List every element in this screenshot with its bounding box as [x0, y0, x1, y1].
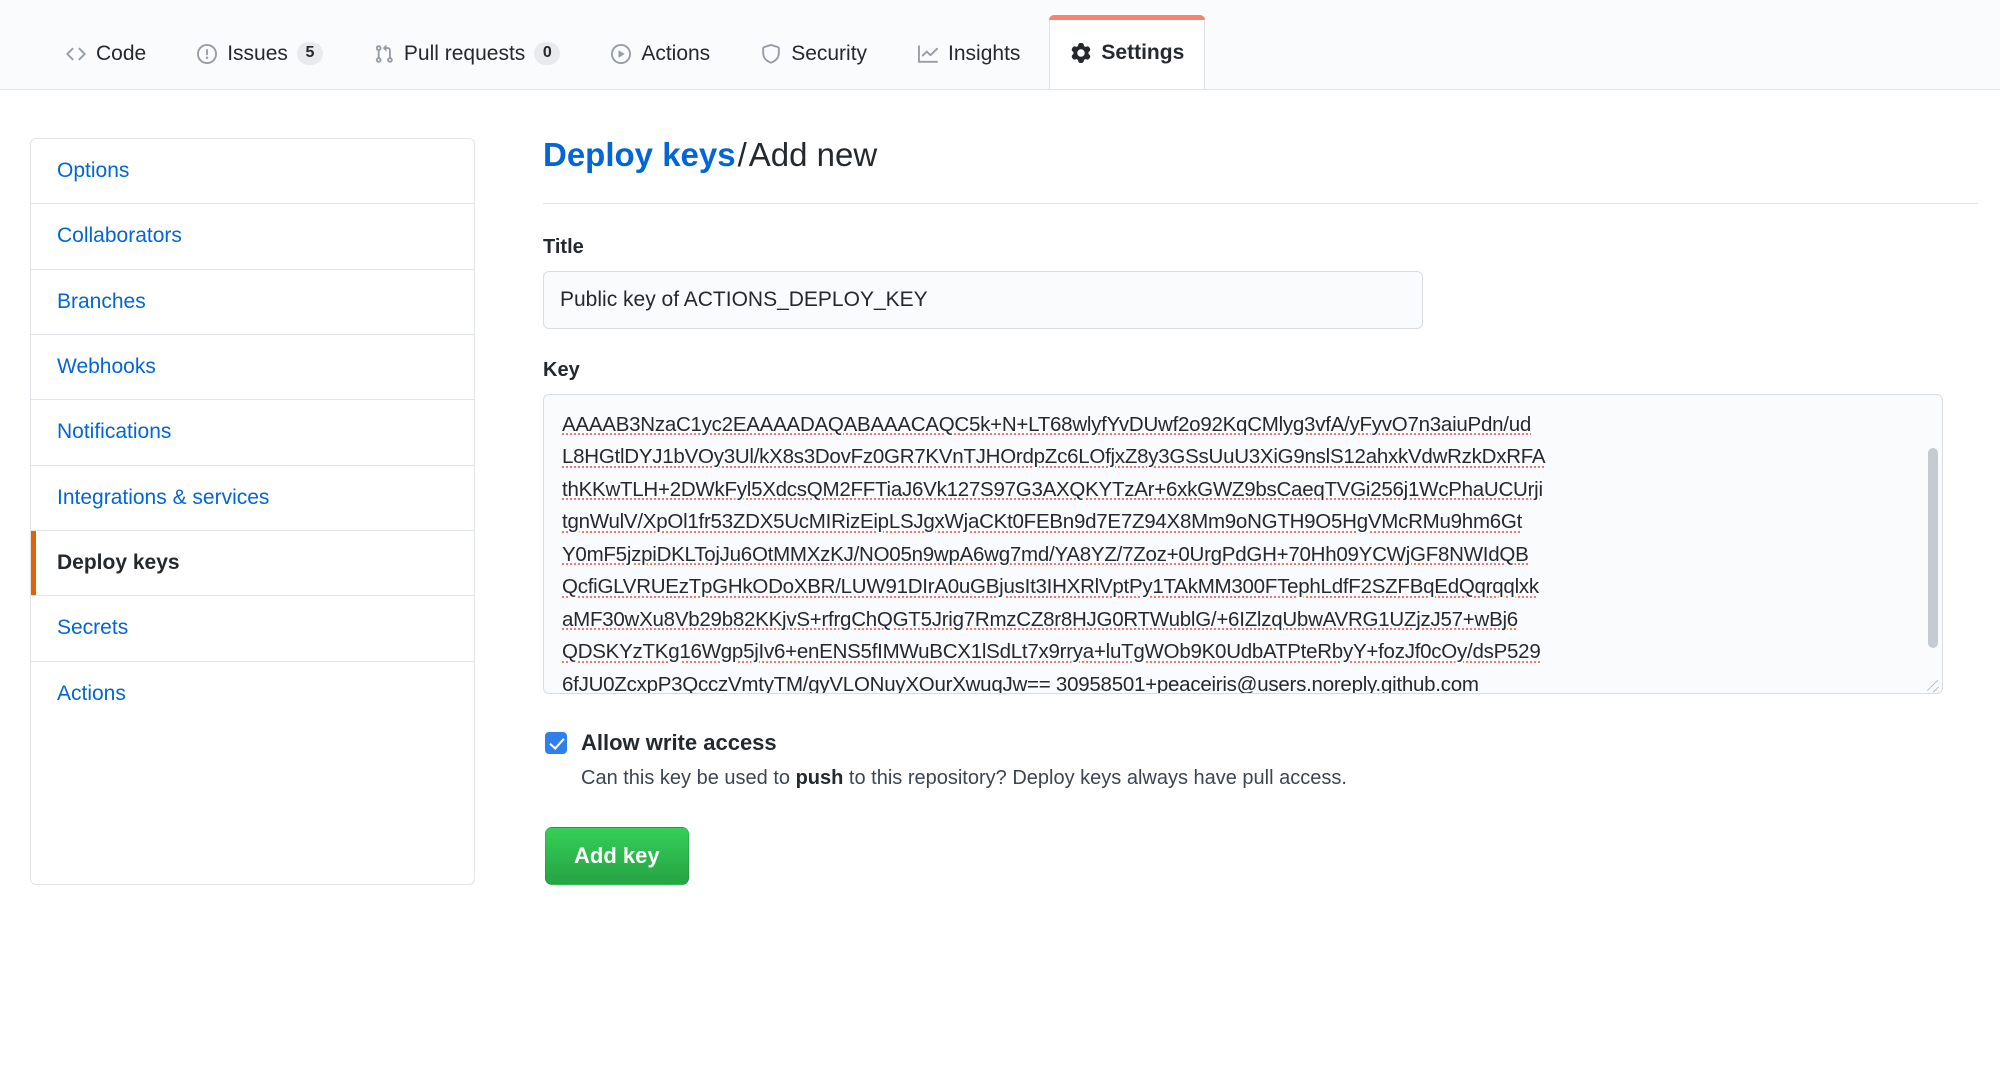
play-icon: [610, 43, 632, 65]
sidebar-item-actions[interactable]: Actions: [31, 661, 474, 727]
tab-label: Settings: [1101, 40, 1185, 64]
settings-page: Options Collaborators Branches Webhooks …: [0, 90, 2000, 885]
sidebar-item-integrations[interactable]: Integrations & services: [31, 465, 474, 532]
sidebar-item-branches[interactable]: Branches: [31, 269, 474, 336]
tab-label: Code: [96, 41, 147, 65]
key-textarea-scrollbar[interactable]: [1925, 395, 1941, 692]
allow-write-access-label[interactable]: Allow write access: [581, 729, 777, 755]
note-text-after: to this repository? Deploy keys always h…: [843, 766, 1347, 789]
repo-nav-list: Code Issues 5 Pull requests 0: [44, 0, 1213, 89]
pull-requests-count-badge: 0: [534, 42, 561, 65]
key-line: QcfiGLVRUEzTpGHkODoXBR/LUW91DIrA0uGBjusI…: [562, 575, 1539, 599]
key-text-lines: AAAAB3NzaC1yc2EAAAADAQABAAACAQC5k+N+LT68…: [562, 409, 1922, 694]
title-input[interactable]: [543, 271, 1423, 329]
write-access-block: Allow write access Can this key be used …: [543, 730, 1978, 793]
key-line: tgnWulV/XpOl1fr53ZDX5UcMIRizEipLSJgxWjaC…: [562, 510, 1523, 534]
issue-icon: [196, 43, 218, 65]
key-field-block: Key AAAAB3NzaC1yc2EAAAADAQABAAACAQC5k+N+…: [543, 359, 1978, 694]
textarea-resize-handle[interactable]: [1925, 676, 1939, 690]
key-textarea-wrapper: AAAAB3NzaC1yc2EAAAADAQABAAACAQC5k+N+LT68…: [543, 393, 1943, 694]
title-divider: [543, 203, 1978, 205]
tab-label: Actions: [641, 41, 711, 65]
key-line: AAAAB3NzaC1yc2EAAAADAQABAAACAQC5k+N+LT68…: [562, 412, 1532, 436]
title-field-block: Title: [543, 236, 1978, 329]
scrollbar-thumb[interactable]: [1928, 447, 1938, 648]
page-title: Deploy keys/Add new: [543, 134, 1978, 175]
shield-icon: [760, 43, 782, 65]
title-label: Title: [543, 236, 584, 259]
key-line: thKKwTLH+2DWkFyl5XdcsQM2FFTiaJ6Vk127S97G…: [562, 477, 1543, 501]
main-content: Deploy keys/Add new Title Key AAAAB3NzaC…: [475, 134, 2000, 885]
tab-issues[interactable]: Issues 5: [175, 17, 344, 89]
graph-icon: [917, 43, 939, 65]
key-line: 6fJU0ZcxpP3QcczVmtyTM/gyVLONuyXOurXwuqJw…: [562, 672, 1479, 694]
breadcrumb-current: Add new: [748, 136, 878, 173]
tab-security[interactable]: Security: [739, 17, 888, 89]
tab-label: Insights: [948, 41, 1021, 65]
git-pull-icon: [373, 43, 395, 65]
write-access-note: Can this key be used to push to this rep…: [581, 764, 1978, 793]
tab-settings[interactable]: Settings: [1049, 15, 1206, 89]
sidebar-item-deploy-keys[interactable]: Deploy keys: [31, 531, 474, 597]
tab-label: Security: [791, 41, 868, 65]
tab-label: Issues: [227, 41, 288, 65]
add-key-button[interactable]: Add key: [545, 826, 689, 885]
breadcrumb-deploy-keys-link[interactable]: Deploy keys: [543, 136, 736, 173]
allow-write-access-checkbox[interactable]: [545, 731, 567, 754]
breadcrumb-separator: /: [737, 136, 747, 173]
note-text-before: Can this key be used to: [581, 766, 796, 789]
tab-code[interactable]: Code: [44, 17, 167, 89]
issues-count-badge: 5: [296, 42, 323, 65]
key-line: aMF30wXu8Vb29b82KKjvS+rfrgChQGT5Jrig7Rmz…: [562, 607, 1518, 631]
sidebar-item-secrets[interactable]: Secrets: [31, 596, 474, 662]
tab-actions[interactable]: Actions: [589, 17, 731, 89]
settings-sidebar: Options Collaborators Branches Webhooks …: [30, 138, 475, 885]
tab-label: Pull requests: [403, 41, 526, 65]
key-label: Key: [543, 358, 580, 381]
tab-insights[interactable]: Insights: [896, 17, 1041, 89]
code-icon: [65, 43, 87, 65]
key-line: QDSKYzTKg16Wgp5jIv6+enENS5fIMWuBCX1lSdLt…: [562, 640, 1541, 664]
note-text-bold: push: [795, 766, 844, 789]
sidebar-item-webhooks[interactable]: Webhooks: [31, 335, 474, 401]
tab-pull-requests[interactable]: Pull requests 0: [352, 17, 581, 89]
key-textarea[interactable]: AAAAB3NzaC1yc2EAAAADAQABAAACAQC5k+N+LT68…: [543, 393, 1943, 694]
key-line: L8HGtlDYJ1bVOy3Ul/kX8s3DovFz0GR7KVnTJHOr…: [562, 445, 1546, 469]
key-line: Y0mF5jzpiDKLTojJu6OtMMXzKJ/NO05n9wpA6wg7…: [562, 542, 1529, 566]
repo-nav: Code Issues 5 Pull requests 0: [0, 0, 2000, 90]
sidebar-item-notifications[interactable]: Notifications: [31, 400, 474, 466]
write-access-row: Allow write access: [545, 730, 1978, 756]
gear-icon: [1070, 42, 1092, 64]
sidebar-item-options[interactable]: Options: [31, 139, 474, 205]
sidebar-item-collaborators[interactable]: Collaborators: [31, 204, 474, 270]
